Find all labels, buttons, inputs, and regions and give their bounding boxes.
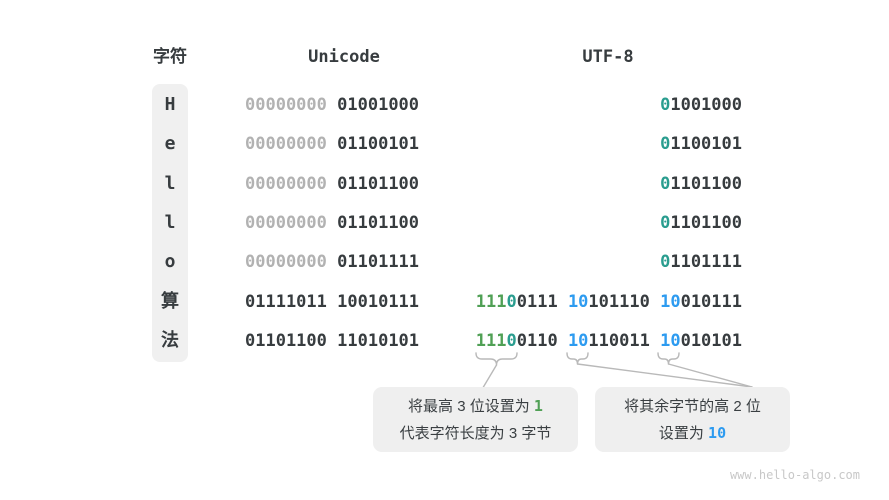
- unicode-value: 00000000 01101100: [245, 172, 419, 196]
- annotation-text: 设置为: [658, 424, 709, 442]
- character-column-background: [152, 84, 188, 362]
- utf8-value: 01001000: [442, 93, 742, 117]
- utf8-lead-zero-bit: 0: [660, 95, 671, 115]
- annotation-line: 代表字符长度为 3 字节: [399, 424, 552, 442]
- utf8-byte2-rest: 101110: [588, 292, 650, 312]
- utf8-value: 11100110 10110011 10010101: [442, 329, 742, 353]
- connector-line-right: [667, 363, 753, 388]
- utf8-byte-rest: 1001000: [670, 95, 742, 115]
- annotation-continuation-bits: 将其余字节的高 2 位 设置为 10: [595, 387, 790, 452]
- underbrace-1110-icon: [475, 352, 518, 366]
- annotation-line: 设置为 10: [659, 420, 726, 447]
- watermark: www.hello-algo.com: [729, 468, 860, 482]
- annotation-line: 将其余字节的高 2 位: [624, 397, 761, 415]
- underbrace-10-byte3-icon: [657, 352, 680, 365]
- row-character: 法: [161, 330, 179, 351]
- highlighted-one: 1: [533, 396, 543, 415]
- utf8-value: 11100111 10101110 10010111: [442, 290, 742, 314]
- unicode-high-byte: 01111011: [245, 292, 327, 312]
- utf8-lead-zero-bit: 0: [660, 174, 671, 194]
- annotation-prefix-bits: 将最高 3 位设置为 1 代表字符长度为 3 字节: [373, 387, 578, 452]
- utf8-byte-rest: 1101111: [670, 252, 742, 272]
- unicode-high-byte: 00000000: [245, 174, 327, 194]
- row-character: e: [164, 133, 176, 154]
- header-unicode-column: Unicode: [308, 47, 380, 67]
- row-character: 算: [161, 291, 179, 312]
- utf8-byte2-rest: 110011: [588, 331, 650, 351]
- unicode-low-byte: 01001000: [337, 95, 420, 115]
- utf8-value: 01100101: [442, 132, 742, 156]
- annotation-text: 将最高 3 位设置为: [408, 397, 534, 415]
- utf8-value: 01101100: [442, 211, 742, 235]
- unicode-value: 00000000 01100101: [245, 132, 419, 156]
- utf8-continuation-prefix: 10: [567, 292, 589, 312]
- row-character: o: [164, 251, 176, 272]
- utf8-continuation-prefix: 10: [660, 292, 681, 312]
- utf8-continuation-prefix: 10: [660, 331, 681, 351]
- utf8-byte-rest: 1100101: [670, 134, 742, 154]
- utf8-length-one-bits: 111: [475, 292, 507, 312]
- row-character: H: [164, 94, 176, 115]
- utf8-byte1-rest: 0110: [516, 331, 558, 351]
- unicode-high-byte: 00000000: [245, 95, 327, 115]
- connector-line-middle: [576, 363, 753, 388]
- unicode-low-byte: 01101100: [337, 213, 420, 233]
- unicode-high-byte: 00000000: [245, 213, 327, 233]
- utf8-byte1-rest: 0111: [516, 292, 558, 312]
- utf8-terminating-zero-bit: 0: [506, 331, 517, 351]
- header-utf8-column: UTF-8: [582, 47, 634, 67]
- unicode-low-byte: 01100101: [337, 134, 420, 154]
- utf8-length-one-bits: 111: [475, 331, 507, 351]
- underbrace-10-byte2-icon: [566, 352, 589, 365]
- utf8-value: 01101111: [442, 250, 742, 274]
- unicode-low-byte: 10010111: [337, 292, 420, 312]
- utf8-continuation-prefix: 10: [567, 331, 589, 351]
- unicode-value: 00000000 01001000: [245, 93, 419, 117]
- utf8-byte-rest: 1101100: [670, 213, 742, 233]
- row-character: l: [164, 173, 176, 194]
- unicode-low-byte: 01101111: [337, 252, 420, 272]
- utf8-lead-zero-bit: 0: [660, 213, 671, 233]
- unicode-value: 00000000 01101111: [245, 250, 419, 274]
- row-character: l: [164, 212, 176, 233]
- unicode-high-byte: 00000000: [245, 134, 327, 154]
- utf8-value: 01101100: [442, 172, 742, 196]
- header-character-column: 字符: [153, 47, 187, 66]
- utf8-lead-zero-bit: 0: [660, 252, 671, 272]
- unicode-low-byte: 11010101: [337, 331, 420, 351]
- utf8-lead-zero-bit: 0: [660, 134, 671, 154]
- highlighted-ten: 10: [708, 423, 727, 442]
- utf8-terminating-zero-bit: 0: [506, 292, 517, 312]
- utf8-byte3-rest: 010101: [680, 331, 742, 351]
- utf8-byte3-rest: 010111: [680, 292, 742, 312]
- unicode-value: 01101100 11010101: [245, 329, 419, 353]
- unicode-high-byte: 01101100: [245, 331, 327, 351]
- annotation-line: 将最高 3 位设置为 1: [408, 393, 543, 420]
- utf8-byte-rest: 1101100: [670, 174, 742, 194]
- unicode-low-byte: 01101100: [337, 174, 420, 194]
- unicode-high-byte: 00000000: [245, 252, 327, 272]
- unicode-value: 00000000 01101100: [245, 211, 419, 235]
- unicode-value: 01111011 10010111: [245, 290, 419, 314]
